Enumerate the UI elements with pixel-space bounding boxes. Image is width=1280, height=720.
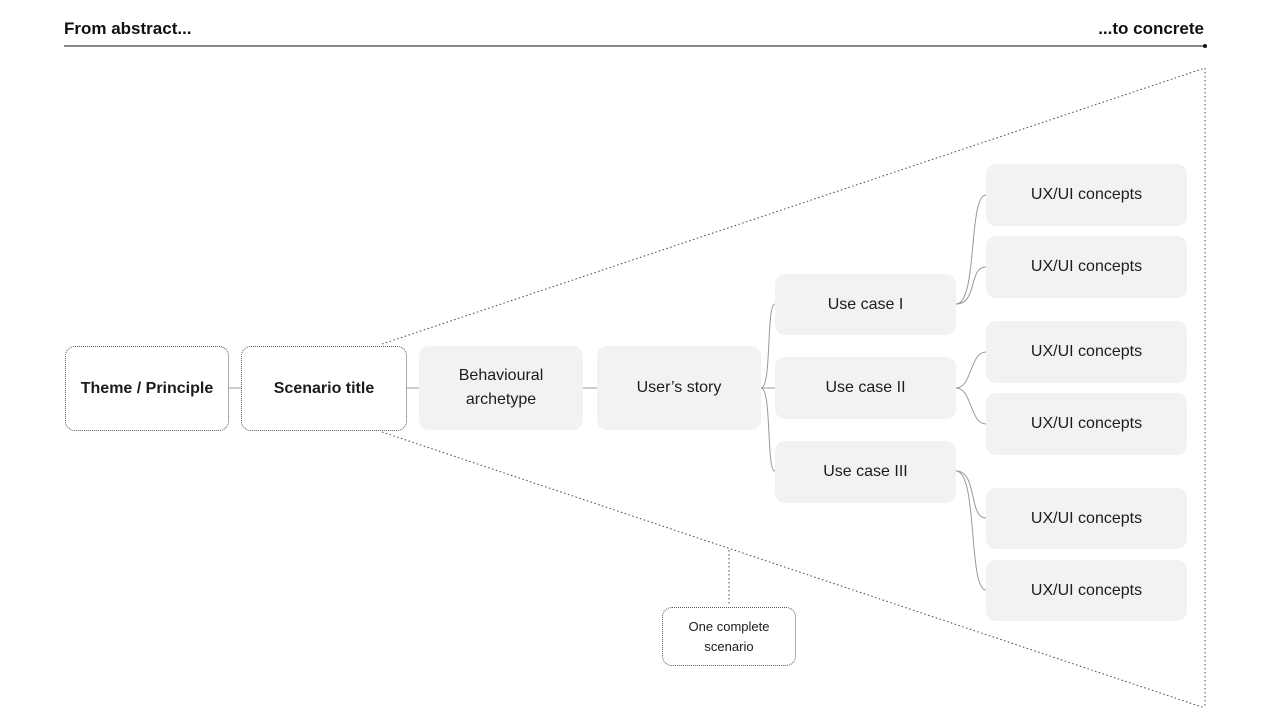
users-story-node: User’s story: [597, 346, 761, 430]
funnel-top-edge: [381, 67, 1206, 345]
ux-ui-concepts-node: UX/UI concepts: [986, 560, 1187, 621]
ux-ui-concepts-node: UX/UI concepts: [986, 488, 1187, 549]
scenario-title-node: Scenario title: [241, 346, 407, 431]
connector-story-usecase-3: [760, 387, 776, 472]
connector-uc1-concept-2: [955, 266, 987, 305]
ux-ui-concepts-node: UX/UI concepts: [986, 164, 1187, 226]
axis-end-dot: [1203, 44, 1207, 48]
ux-ui-concepts-node: UX/UI concepts: [986, 321, 1187, 383]
to-concrete-label: ...to concrete: [1098, 19, 1204, 38]
ux-ui-concepts-node: UX/UI concepts: [986, 393, 1187, 455]
connector-story-usecase-1: [760, 303, 776, 389]
use-case-node: Use case I: [775, 274, 956, 335]
theme-principle-node: Theme / Principle: [65, 346, 229, 431]
connector-uc3-concept-6: [955, 470, 987, 591]
use-case-node: Use case III: [775, 441, 956, 503]
one-complete-scenario-note: One complete scenario: [662, 607, 796, 666]
connector-uc3-concept-5: [955, 470, 987, 519]
connector-uc2-concept-4: [955, 387, 987, 425]
from-abstract-label: From abstract...: [64, 19, 192, 38]
use-case-node: Use case II: [775, 357, 956, 419]
connector-uc1-concept-1: [955, 194, 987, 305]
connector-uc2-concept-3: [955, 351, 987, 389]
behavioural-archetype-node: Behavioural archetype: [419, 346, 583, 430]
ux-ui-concepts-node: UX/UI concepts: [986, 236, 1187, 298]
funnel-bottom-edge: [381, 431, 1206, 709]
